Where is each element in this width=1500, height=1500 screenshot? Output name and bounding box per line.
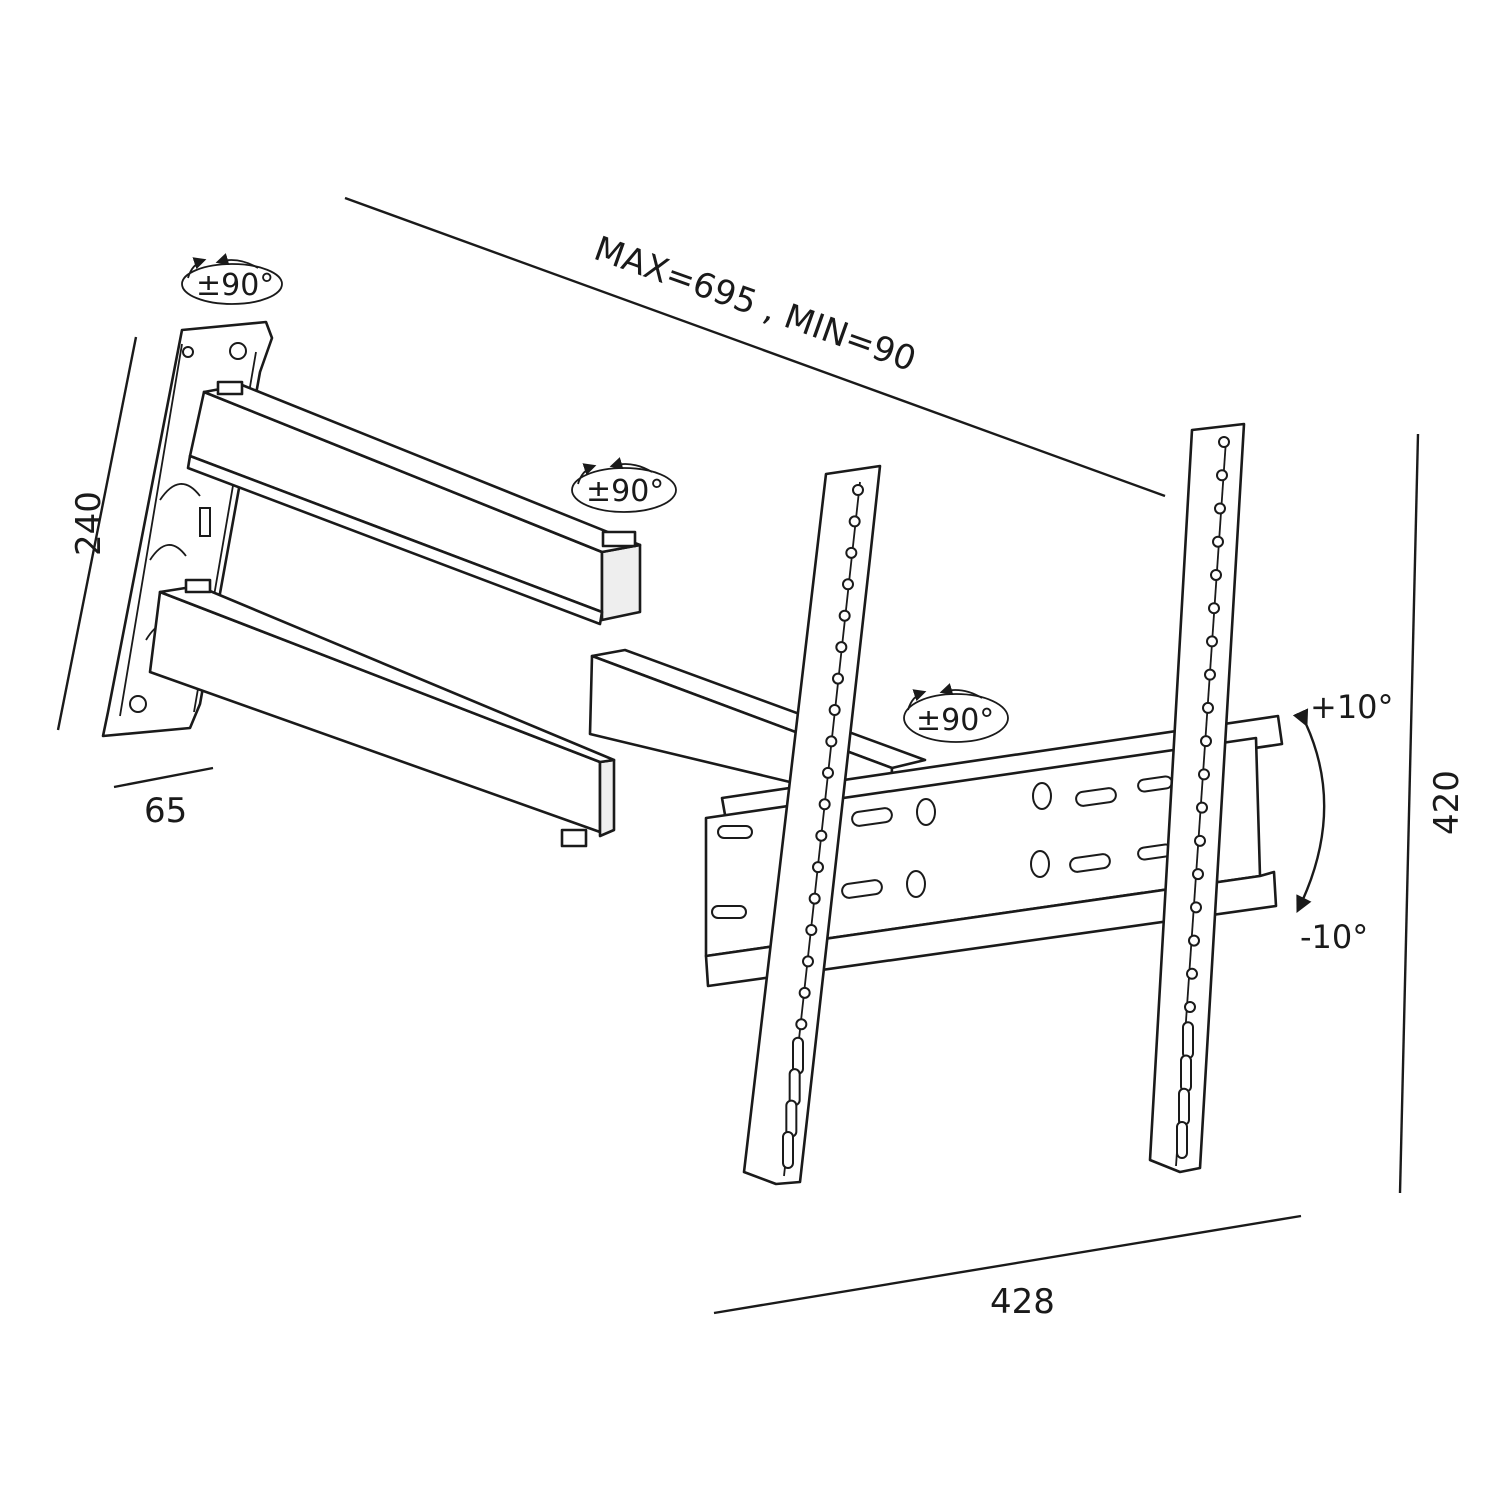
bracket-hole: [1196, 801, 1208, 814]
bracket-hole: [782, 1131, 794, 1169]
bracket-hole: [1178, 1087, 1190, 1126]
tilt-up-label: +10°: [1310, 688, 1394, 726]
right-bracket-holes: [1176, 436, 1230, 1159]
bracket-hole: [1214, 502, 1226, 515]
bracket-hole: [1184, 1001, 1196, 1014]
bracket-hole: [838, 609, 851, 622]
arm-extension-dimension-line: [344, 196, 1166, 498]
bracket-hole: [812, 861, 824, 874]
bracket-hole: [1216, 469, 1228, 482]
bracket-hole: [1210, 568, 1222, 581]
bracket-hole: [832, 672, 844, 685]
bracket-hole: [1200, 735, 1212, 748]
bracket-hole: [815, 829, 828, 842]
bracket-hole: [1198, 768, 1210, 781]
vesa-height-label: 420: [1427, 770, 1467, 835]
tilt-indicator: +10° -10°: [1292, 688, 1394, 956]
bracket-hole: [798, 986, 811, 999]
bracket-hole: [848, 515, 861, 528]
wall-plate-depth-label: 65: [144, 791, 187, 831]
bracket-hole: [1180, 1054, 1192, 1093]
arm-swivel-indicator: ±90°: [571, 457, 677, 513]
arm-swivel-label: ±90°: [586, 474, 664, 509]
bracket-hole: [842, 578, 854, 591]
bracket-hole: [1206, 635, 1218, 648]
bracket-hole: [818, 798, 831, 811]
bracket-hole: [1194, 834, 1206, 847]
left-bracket-holes: [782, 484, 864, 1169]
vesa-width-dimension-line: [713, 1214, 1302, 1315]
lower-arm: [148, 578, 616, 848]
bracket-hole: [1202, 701, 1214, 714]
bracket-hole: [805, 924, 818, 936]
bracket-hole: [835, 641, 848, 654]
upper-arm: [186, 380, 642, 626]
bracket-hole: [852, 484, 864, 496]
bracket-hole: [1212, 535, 1224, 548]
bracket-hole: [808, 892, 821, 905]
bracket-hole: [1192, 868, 1204, 881]
wall-plate-depth-dimension-line: [113, 766, 214, 789]
bracket-hole: [1176, 1121, 1188, 1159]
wall-plate-height-dimension-line: [56, 336, 138, 731]
bracket-hole: [825, 735, 838, 748]
bracket-hole: [1190, 901, 1202, 914]
bracket-hole: [1204, 668, 1216, 681]
bracket-hole: [828, 704, 841, 716]
vesa-height-dimension-line: [1398, 433, 1420, 1194]
bracket-hole: [1182, 1021, 1194, 1060]
bracket-hole: [802, 955, 814, 968]
wall-plate-height-label: 240: [69, 491, 109, 556]
head-swivel-indicator: ±90°: [903, 683, 1009, 743]
tilt-down-label: -10°: [1300, 918, 1368, 956]
wall-swivel-label: ±90°: [196, 268, 274, 303]
bracket-hole: [795, 1018, 808, 1031]
bracket-hole: [1186, 967, 1198, 980]
bracket-hole: [1208, 602, 1220, 615]
bracket-hole: [822, 766, 834, 779]
bracket-hole: [845, 546, 858, 559]
bracket-hole: [1218, 436, 1230, 448]
wall-swivel-indicator: ±90°: [181, 253, 283, 305]
horizontal-rail: [704, 714, 1284, 988]
vesa-width-label: 428: [990, 1282, 1055, 1322]
head-swivel-label: ±90°: [916, 703, 994, 738]
bracket-hole: [1188, 934, 1200, 947]
